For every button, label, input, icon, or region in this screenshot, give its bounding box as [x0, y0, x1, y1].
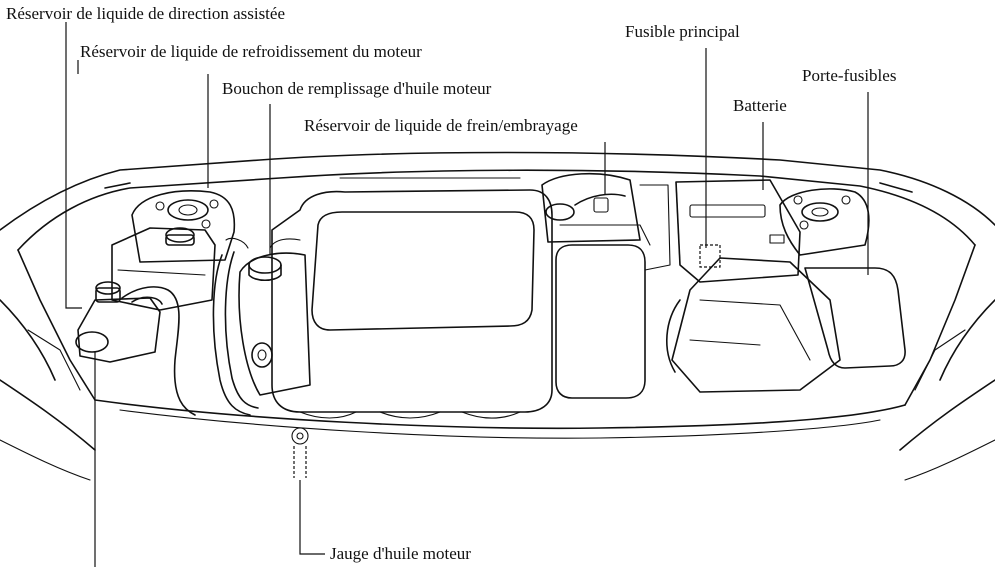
- brake-fluid-reservoir: [541, 172, 671, 271]
- label-coolant-reservoir: Réservoir de liquide de refroidissement …: [80, 42, 422, 61]
- power-steering-reservoir: [75, 281, 196, 416]
- oil-dipstick: [291, 427, 309, 478]
- label-main-fuse: Fusible principal: [625, 22, 740, 41]
- engine-cover: [271, 177, 553, 419]
- main-fuse: [699, 244, 721, 268]
- relay-cover: [665, 257, 841, 393]
- label-fuse-box: Porte-fusibles: [802, 66, 897, 85]
- label-battery: Batterie: [733, 96, 787, 115]
- body-outline: [0, 151, 995, 481]
- coolant-reservoir: [111, 227, 216, 311]
- label-brake-clutch-reservoir: Réservoir de liquide de frein/embrayage: [304, 116, 578, 135]
- fuse-box: [804, 267, 906, 369]
- engine-block: [238, 238, 311, 396]
- left-strut-tower: [131, 190, 236, 263]
- leader-lines: [65, 22, 869, 567]
- label-oil-dipstick: Jauge d'huile moteur: [330, 544, 471, 563]
- hoses-left: [212, 237, 273, 416]
- battery: [675, 179, 801, 283]
- air-filter-box: [555, 224, 651, 399]
- label-oil-filler-cap: Bouchon de remplissage d'huile moteur: [222, 79, 492, 98]
- label-power-steering-reservoir: Réservoir de liquide de direction assist…: [6, 4, 285, 23]
